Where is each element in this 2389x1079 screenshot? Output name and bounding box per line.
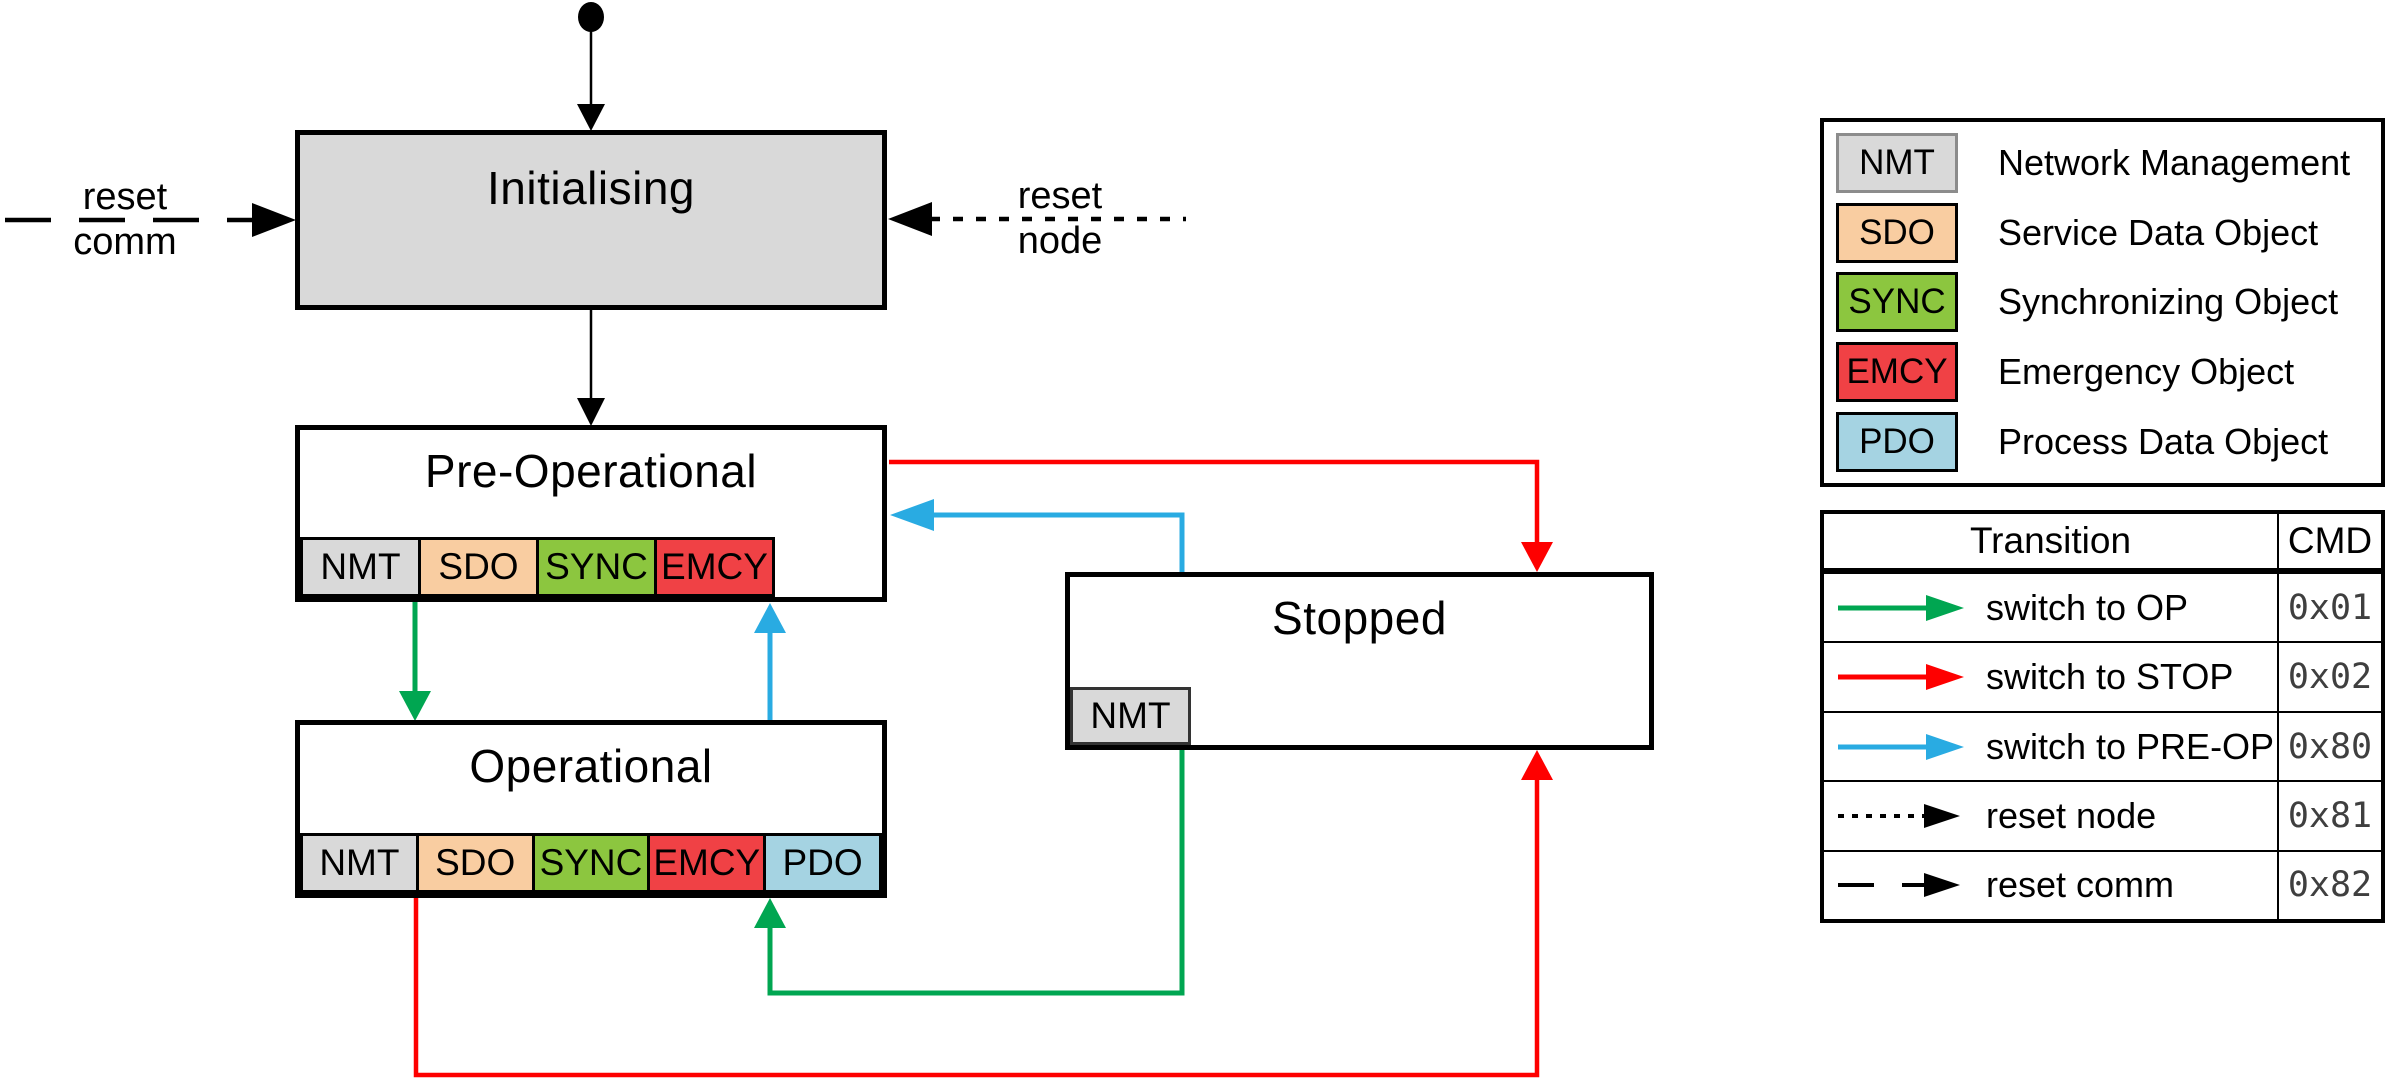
state-box-stopped: Stopped NMT (1065, 572, 1654, 750)
start-dot (577, 2, 605, 131)
dotted-arrow-icon (1838, 803, 1960, 828)
service-row-stopped: NMT (1070, 687, 1191, 745)
service-cell-emcy: EMCY (654, 537, 775, 597)
transition-label: reset comm (1986, 864, 2175, 906)
arrow-init-to-preop (577, 310, 605, 426)
legend-box: NMT Network Management SDO Service Data … (1820, 118, 2385, 487)
transition-table-header: Transition CMD (1824, 514, 2381, 572)
state-box-initialising: Initialising (295, 130, 887, 310)
transition-label: switch to OP (1986, 586, 2189, 628)
red-arrow-icon (1838, 664, 1964, 691)
arrow-preop-to-op (399, 602, 431, 721)
legend-label-sync: Synchronizing Object (1998, 281, 2339, 323)
service-cell-sdo: SDO (415, 833, 535, 893)
transition-row-reset-node: reset node 0x81 (1824, 780, 2381, 850)
header-transition: Transition (1969, 520, 2132, 561)
transition-row-switch-to-op: switch to OP 0x01 (1824, 572, 2381, 642)
state-box-pre-operational: Pre-Operational NMT SDO SYNC EMCY (295, 425, 887, 602)
service-cell-nmt: NMT (300, 833, 419, 893)
state-title-stopped: Stopped (1272, 592, 1447, 644)
legend-item-sync: SYNC Synchronizing Object (1824, 271, 2381, 333)
transition-cmd: 0x81 (2287, 795, 2373, 836)
service-cell-nmt: NMT (1070, 687, 1191, 745)
transition-row-switch-to-pre-op: switch to PRE-OP 0x80 (1824, 710, 2381, 781)
label-reset-node-line2: node (1017, 220, 1103, 262)
service-cell-nmt: NMT (300, 537, 421, 597)
service-row-operational: NMT SDO SYNC EMCY PDO (300, 833, 882, 893)
legend-chip-sync: SYNC (1836, 272, 1958, 333)
transition-cmd: 0x02 (2287, 657, 2373, 698)
blue-arrow-icon (1838, 733, 1964, 760)
transition-label: switch to PRE-OP (1986, 725, 2275, 767)
service-cell-sync: SYNC (531, 833, 651, 893)
arrow-stopped-to-preop (890, 499, 1185, 572)
transition-cmd: 0x80 (2287, 726, 2373, 767)
legend-chip-pdo: PDO (1836, 412, 1958, 473)
label-reset-node-line1: reset (1017, 175, 1103, 217)
arrow-preop-to-stopped (889, 459, 1553, 572)
service-row-pre-operational: NMT SDO SYNC EMCY (300, 537, 775, 597)
legend-label-emcy: Emergency Object (1998, 351, 2295, 393)
legend-item-emcy: EMCY Emergency Object (1824, 341, 2381, 403)
legend-chip-emcy: EMCY (1836, 342, 1958, 403)
transition-row-switch-to-stop: switch to STOP 0x02 (1824, 641, 2381, 711)
transition-label: reset node (1986, 794, 2157, 836)
legend-item-pdo: PDO Process Data Object (1824, 411, 2381, 473)
dashed-arrow-icon (1838, 873, 1960, 898)
service-cell-pdo: PDO (763, 833, 882, 893)
service-cell-sdo: SDO (418, 537, 539, 597)
state-title-pre-operational: Pre-Operational (424, 445, 758, 497)
label-reset-comm-line2: comm (73, 221, 177, 263)
legend-chip-sdo: SDO (1836, 202, 1958, 263)
state-box-operational: Operational NMT SDO SYNC EMCY PDO (295, 720, 887, 898)
green-arrow-icon (1838, 594, 1964, 621)
legend-item-nmt: NMT Network Management (1824, 132, 2381, 194)
label-reset-node: reset node (970, 176, 1150, 261)
transition-table: Transition CMD switch to OP 0x01 switch … (1820, 510, 2385, 923)
transition-cmd: 0x01 (2287, 587, 2373, 628)
transition-row-reset-comm: reset comm 0x82 (1824, 849, 2381, 920)
legend-item-sdo: SDO Service Data Object (1824, 202, 2381, 264)
arrow-op-to-preop (754, 603, 786, 720)
legend-label-nmt: Network Management (1998, 141, 2351, 183)
legend-label-sdo: Service Data Object (1998, 211, 2319, 253)
state-title-operational: Operational (469, 740, 713, 792)
header-cmd: CMD (2277, 514, 2381, 568)
label-reset-comm: reset comm (35, 177, 215, 262)
transition-cmd: 0x82 (2287, 865, 2373, 906)
legend-chip-nmt: NMT (1836, 132, 1958, 193)
service-cell-emcy: EMCY (647, 833, 767, 893)
label-reset-comm-line1: reset (82, 176, 168, 218)
legend-label-pdo: Process Data Object (1998, 421, 2329, 463)
state-title-initialising: Initialising (487, 162, 695, 214)
transition-label: switch to STOP (1986, 656, 2234, 698)
service-cell-sync: SYNC (536, 537, 657, 597)
